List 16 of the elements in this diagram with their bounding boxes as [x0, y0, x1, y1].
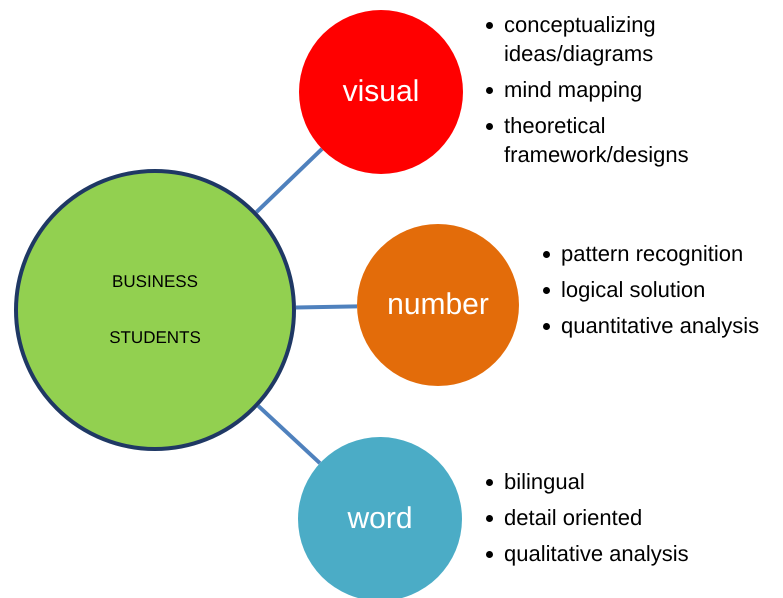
connector-line	[256, 404, 322, 465]
bullet-item: theoretical framework/designs	[504, 113, 689, 167]
bullet-item: quantitative analysis	[561, 313, 760, 338]
bullet-item: logical solution	[561, 277, 706, 302]
bullet-item: bilingual	[504, 469, 585, 494]
bullet-item: qualitative analysis	[504, 541, 689, 566]
connector-line	[296, 304, 358, 310]
node-label: number	[387, 288, 489, 322]
bullet-item: detail oriented	[504, 505, 642, 530]
bullet-item: pattern recognition	[561, 241, 744, 266]
node-label: visual	[342, 75, 420, 109]
node-label: STUDENTS	[109, 328, 201, 348]
bullet-item: mind mapping	[504, 77, 642, 102]
node-label: BUSINESS	[112, 272, 198, 292]
connector-line	[255, 148, 324, 214]
node-label: word	[347, 502, 413, 536]
